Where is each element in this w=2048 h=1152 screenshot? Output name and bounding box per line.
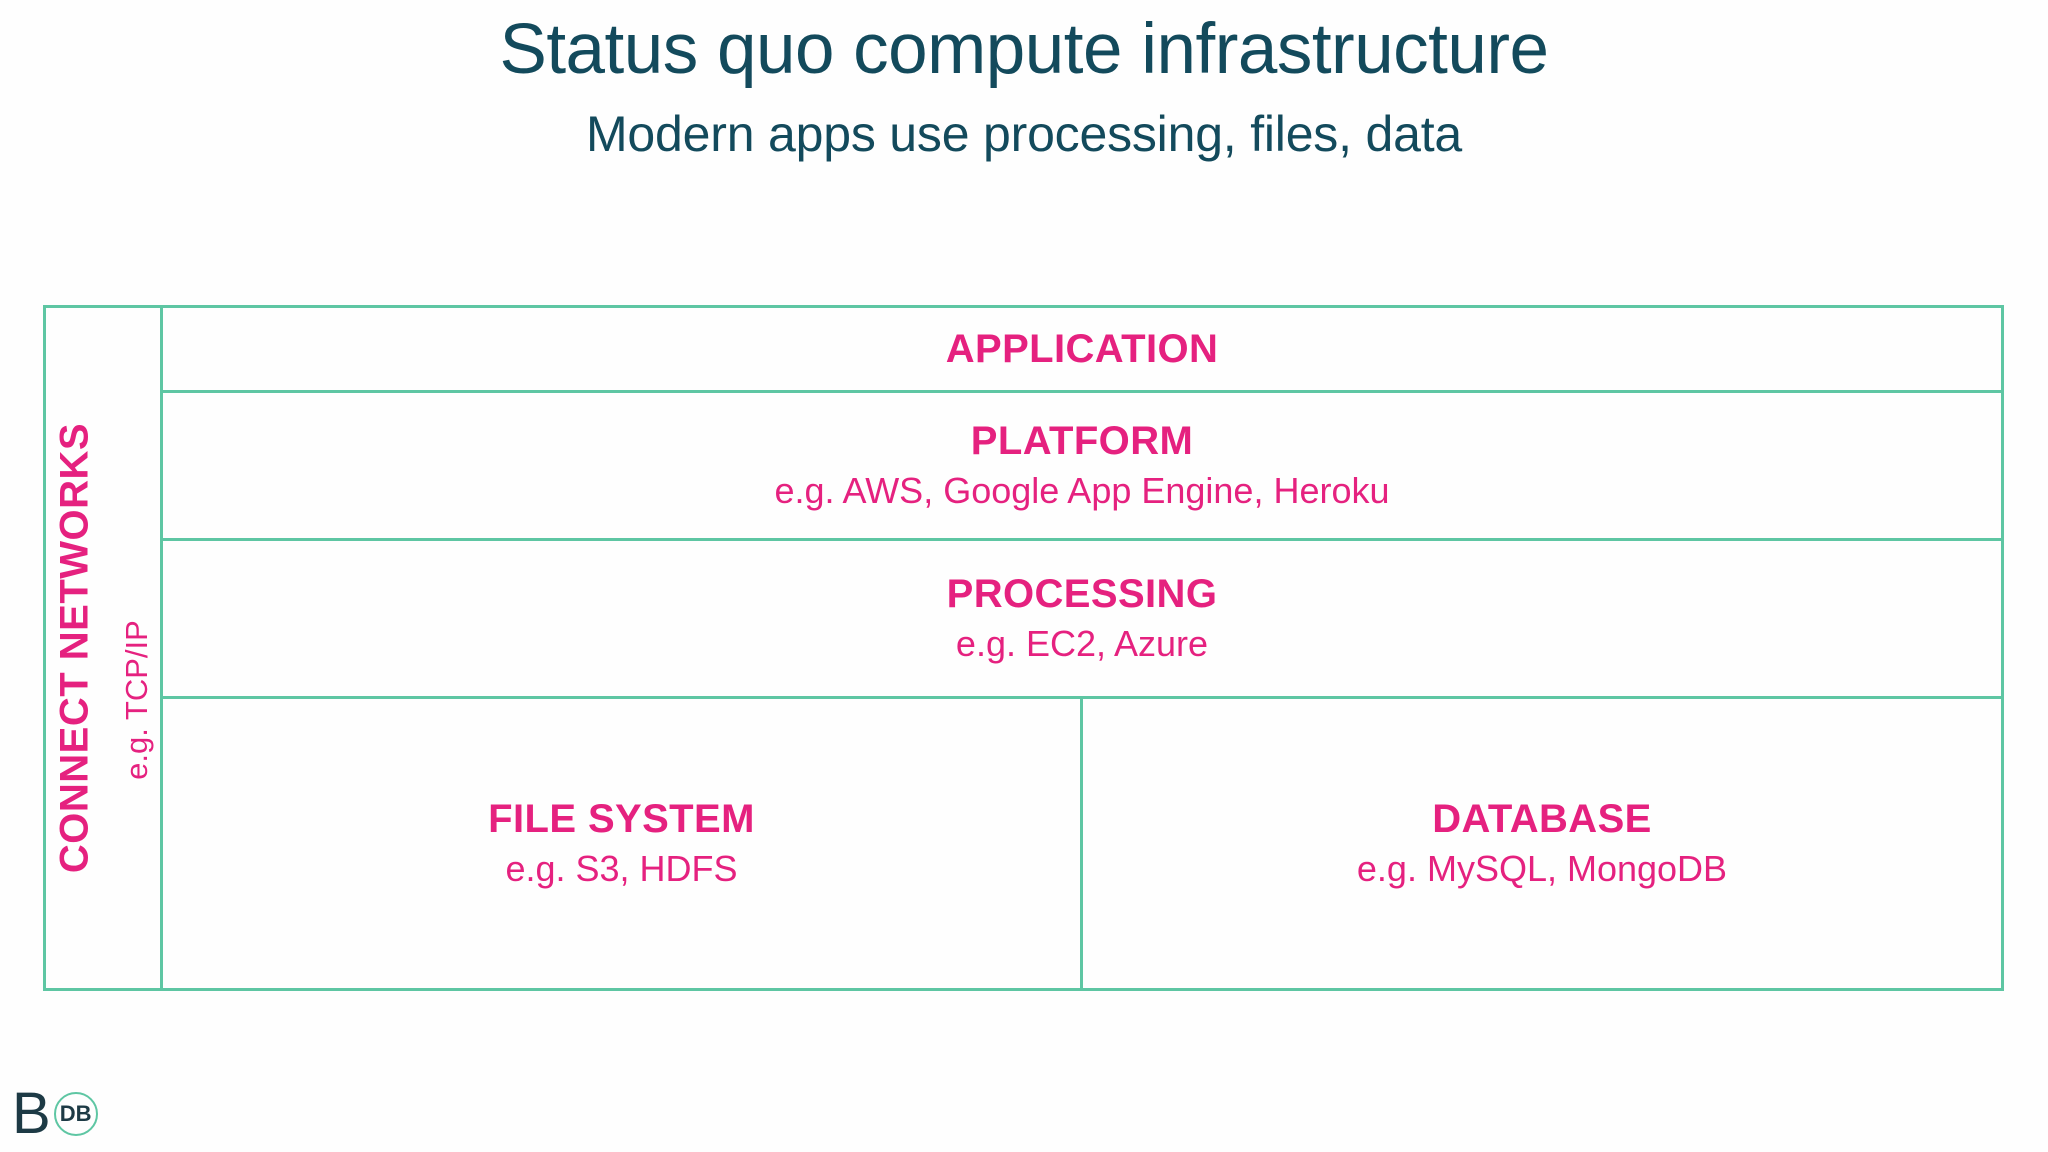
layer-example-processing: e.g. EC2, Azure xyxy=(955,623,1209,665)
layer-cell-file-system: FILE SYSTEM e.g. S3, HDFS xyxy=(163,699,1083,988)
layer-row-storage: FILE SYSTEM e.g. S3, HDFS DATABASE e.g. … xyxy=(163,699,2001,988)
layer-title-application: APPLICATION xyxy=(945,327,1219,371)
brand-logo: B DB xyxy=(12,1081,98,1146)
logo-db-circle-icon: DB xyxy=(53,1092,98,1136)
connect-networks-example: e.g. TCP/IP xyxy=(119,620,154,780)
page-subtitle: Modern apps use processing, files, data xyxy=(585,106,1463,162)
layer-title-database: DATABASE xyxy=(1432,797,1652,842)
layer-example-platform: e.g. AWS, Google App Engine, Heroku xyxy=(774,470,1390,512)
layer-row-application: APPLICATION xyxy=(163,308,2001,393)
page-title: Status quo compute infrastructure xyxy=(499,10,1549,89)
layer-stack: APPLICATION PLATFORM e.g. AWS, Google Ap… xyxy=(163,308,2001,988)
layer-title-file-system: FILE SYSTEM xyxy=(488,797,755,842)
infrastructure-stack-diagram: CONNECT NETWORKS e.g. TCP/IP APPLICATION… xyxy=(43,305,2004,991)
layer-cell-database: DATABASE e.g. MySQL, MongoDB xyxy=(1083,699,2001,988)
layer-row-platform: PLATFORM e.g. AWS, Google App Engine, He… xyxy=(163,393,2001,541)
layer-example-database: e.g. MySQL, MongoDB xyxy=(1356,848,1728,890)
layer-example-file-system: e.g. S3, HDFS xyxy=(505,848,738,890)
connect-networks-rail: CONNECT NETWORKS e.g. TCP/IP xyxy=(46,308,163,988)
slide-header: Status quo compute infrastructure Modern… xyxy=(0,0,2048,159)
layer-title-platform: PLATFORM xyxy=(970,419,1194,464)
layer-row-processing: PROCESSING e.g. EC2, Azure xyxy=(163,541,2001,699)
layer-title-processing: PROCESSING xyxy=(946,572,1218,617)
logo-b-mark: B xyxy=(12,1081,51,1146)
logo-db-text: DB xyxy=(59,1101,92,1126)
connect-networks-label: CONNECT NETWORKS xyxy=(52,422,97,874)
